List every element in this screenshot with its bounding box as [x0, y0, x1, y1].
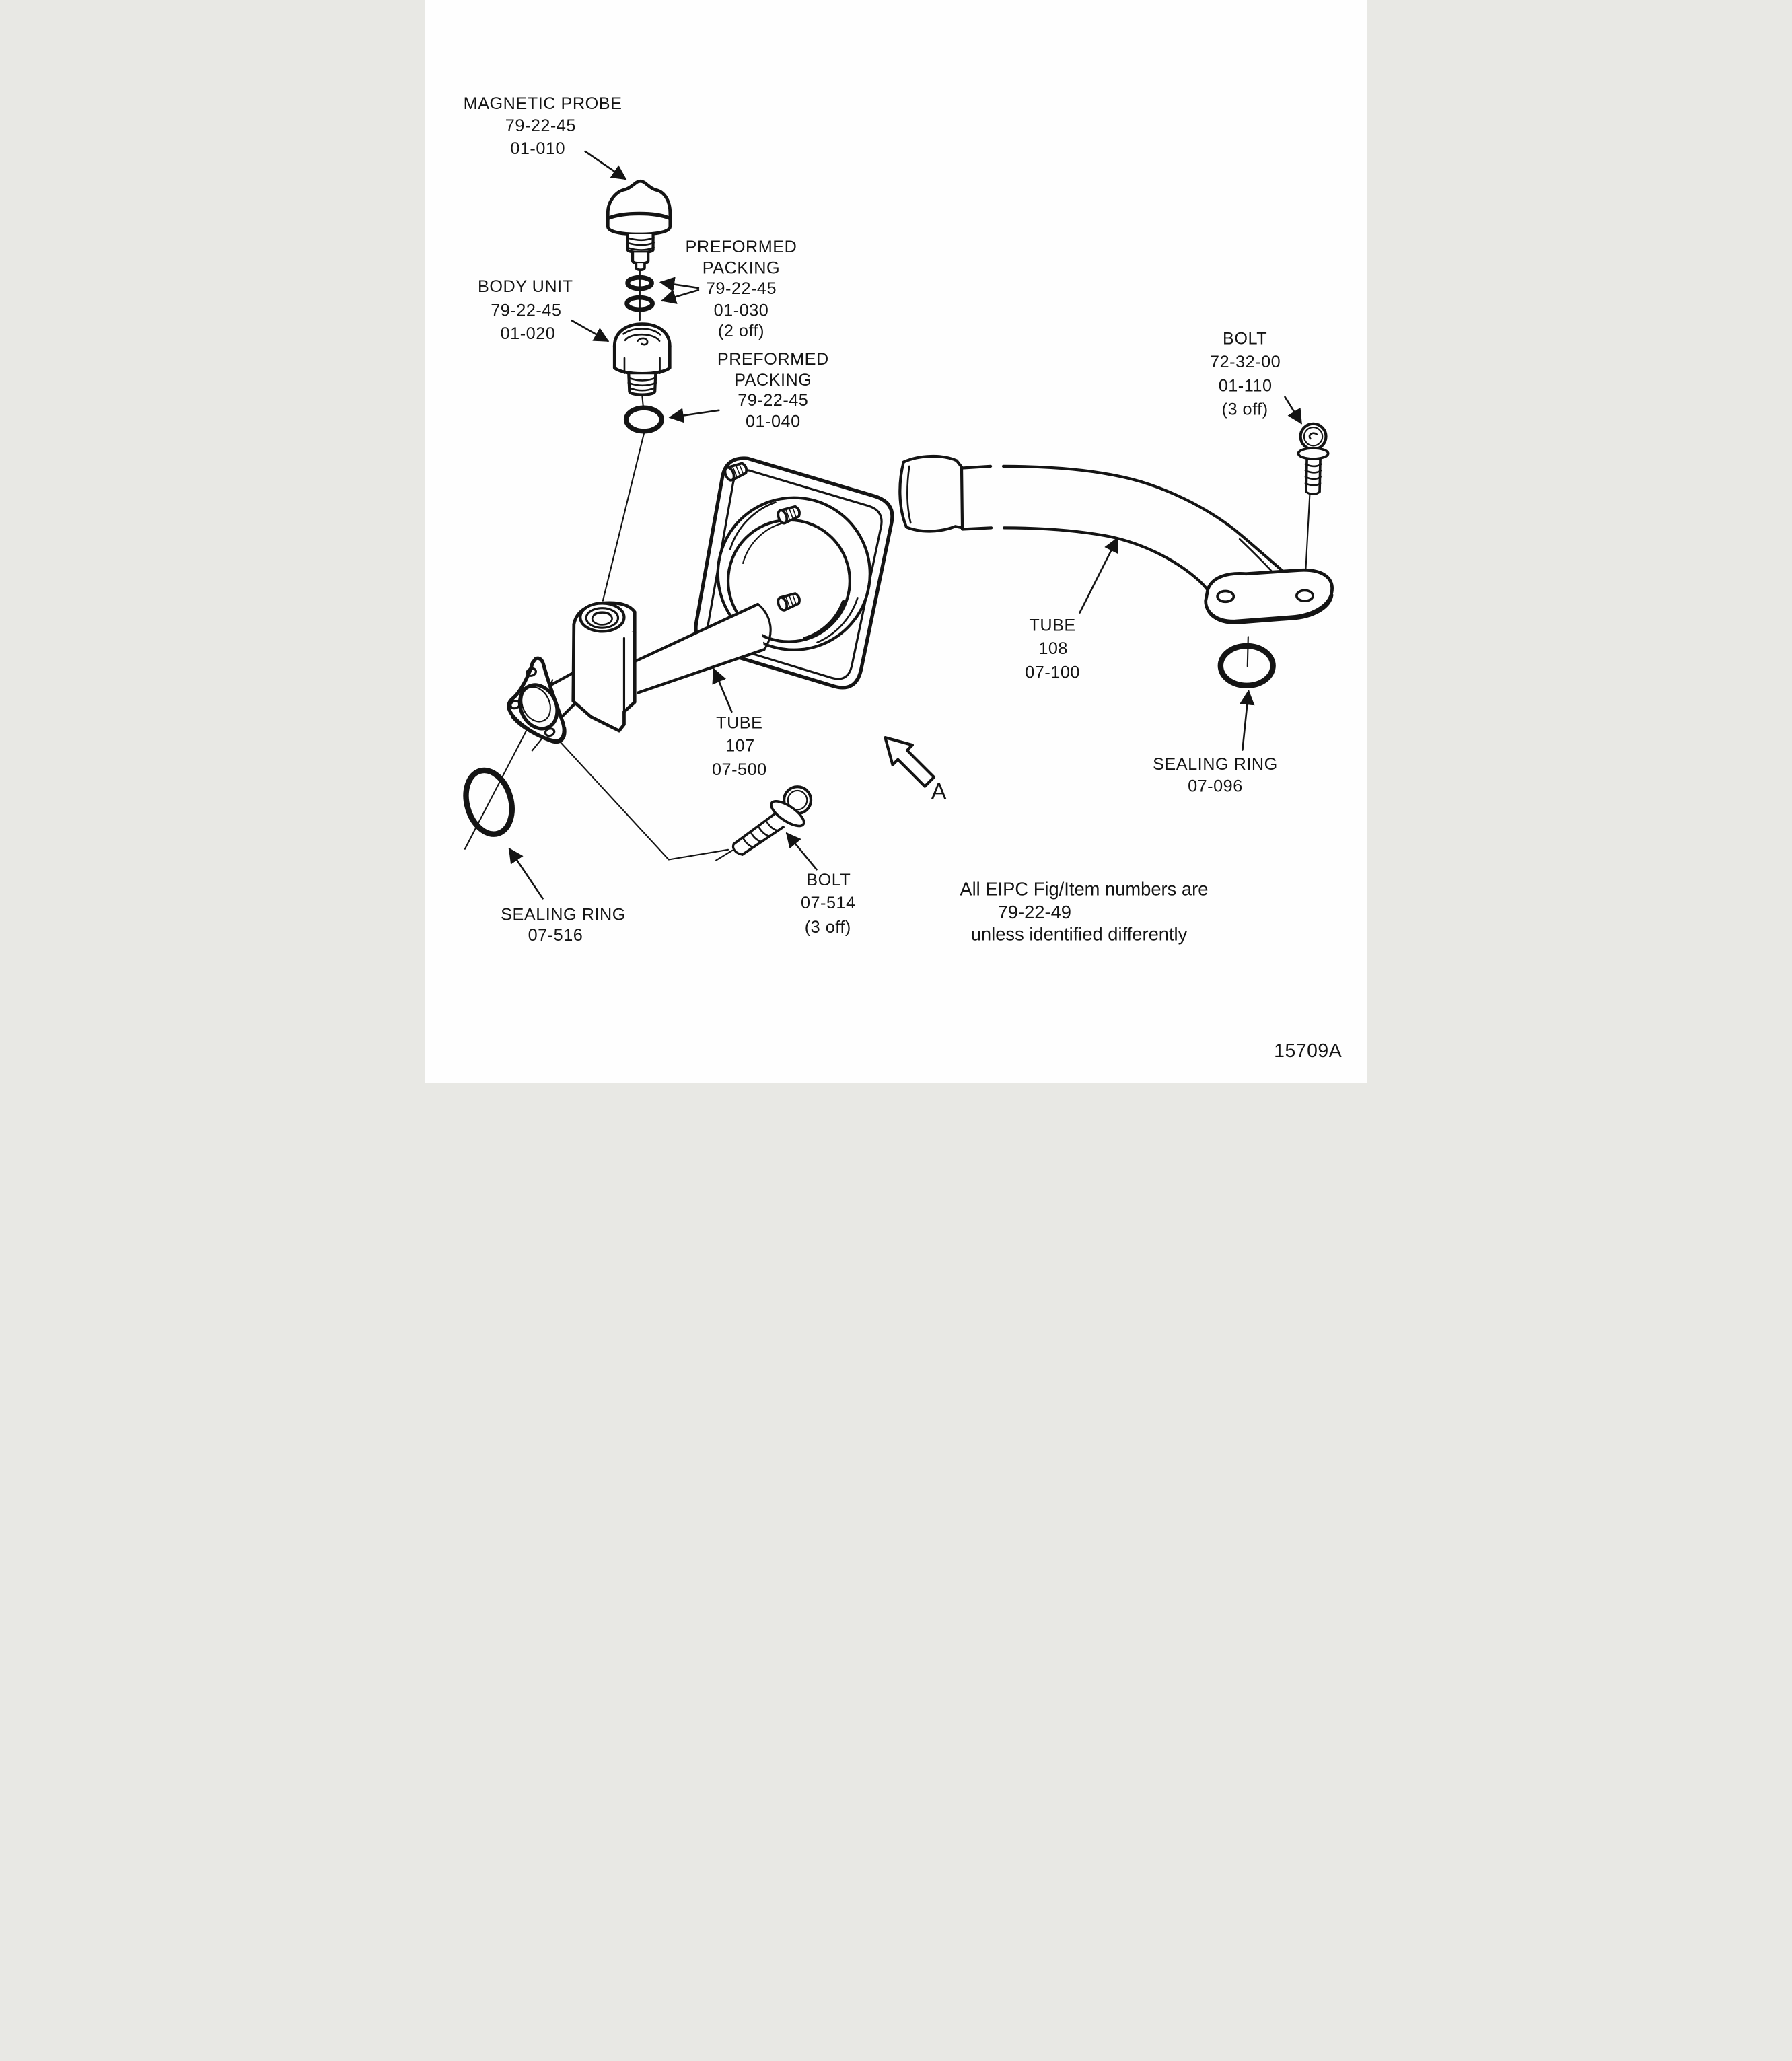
callout-item: 07-500: [711, 760, 766, 779]
leader-lines: [508, 150, 1302, 900]
callout-qty: (2 off): [717, 322, 764, 340]
tube-108-part: [898, 454, 1294, 598]
callout-item: 01-040: [745, 412, 800, 431]
note-line: unless identified differently: [970, 923, 1187, 944]
callout-magnetic-probe: MAGNETIC PROBE 79-22-45 01-010: [463, 94, 622, 158]
callout-title: PACKING: [702, 258, 779, 277]
figure-code: 15709A: [1274, 1040, 1342, 1062]
callout-title: TUBE: [1029, 616, 1075, 635]
callout-num: 107: [725, 737, 755, 756]
callout-qty: (3 off): [804, 918, 851, 937]
callout-preformed-packing-040: PREFORMED PACKING 79-22-45 01-040: [717, 350, 828, 431]
callout-item: 07-100: [1025, 663, 1080, 682]
callout-item: 01-020: [500, 324, 555, 343]
manual-page: MAGNETIC PROBE 79-22-45 01-010 PREFORMED…: [425, 0, 1367, 1084]
callout-title: BODY UNIT: [477, 277, 573, 296]
spline-stud: [723, 462, 748, 482]
callout-bolt-514: BOLT 07-514 (3 off): [800, 871, 855, 937]
callout-body-unit: BODY UNIT 79-22-45 01-020: [477, 277, 573, 343]
spline-stud: [776, 505, 801, 525]
callout-title: PREFORMED: [685, 238, 797, 256]
callout-title: MAGNETIC PROBE: [463, 94, 622, 113]
callout-fig: 79-22-45: [491, 301, 561, 320]
triangular-flange: [506, 656, 567, 744]
callout-item: 01-010: [510, 139, 565, 158]
callout-sealing-ring-096: SEALING RING 07-096: [1153, 755, 1278, 796]
sealing-ring-096-part: [1217, 643, 1276, 689]
callout-preformed-packing-030: PREFORMED PACKING 79-22-45 01-030 (2 off…: [685, 238, 797, 340]
callout-title: SEALING RING: [1153, 755, 1278, 774]
callout-fig: 79-22-45: [738, 391, 808, 410]
sealing-ring-516-part: [462, 767, 515, 837]
eipc-note: All EIPC Fig/Item numbers are 79-22-49 u…: [960, 879, 1208, 945]
exploded-parts-diagram: MAGNETIC PROBE 79-22-45 01-010 PREFORMED…: [425, 0, 1367, 1084]
note-line: 79-22-49: [997, 902, 1071, 923]
callout-bolt-110: BOLT 72-32-00 01-110 (3 off): [1210, 330, 1281, 419]
spline-stud: [776, 592, 801, 612]
callout-item: 01-030: [713, 301, 768, 320]
callout-num: 108: [1038, 639, 1068, 658]
callout-fig: 72-32-00: [1210, 353, 1281, 371]
callout-item: 07-516: [528, 926, 583, 945]
tube-stub: [548, 671, 577, 720]
bolt-514-part: [715, 785, 812, 861]
tube-107-part: [633, 602, 772, 694]
callout-title: PACKING: [734, 371, 812, 390]
preformed-packing-030-rings: [624, 275, 655, 312]
bolt-110-part: [1297, 422, 1329, 495]
body-unit-part: [612, 322, 672, 396]
callout-fig: 79-22-45: [505, 116, 575, 135]
callout-title: BOLT: [806, 871, 851, 890]
callout-title: BOLT: [1223, 330, 1267, 349]
magnetic-probe-part: [606, 179, 672, 272]
note-line: All EIPC Fig/Item numbers are: [960, 879, 1208, 900]
callout-tube-108: TUBE 108 07-100: [1025, 616, 1080, 682]
view-label: A: [931, 779, 946, 804]
elbow-flange: [1203, 569, 1334, 624]
callout-item: 07-096: [1188, 777, 1243, 796]
valve-body-boss: [571, 601, 637, 733]
callout-tube-107: TUBE 107 07-500: [711, 713, 766, 779]
callout-item: 01-110: [1218, 376, 1272, 395]
callout-title: TUBE: [716, 713, 762, 732]
callout-sealing-ring-516: SEALING RING 07-516: [501, 905, 626, 945]
callout-item: 07-514: [800, 894, 855, 912]
callout-title: SEALING RING: [501, 905, 626, 924]
callout-fig: 79-22-45: [705, 279, 776, 298]
preformed-packing-040-ring: [623, 405, 664, 434]
callout-title: PREFORMED: [717, 350, 828, 369]
view-direction-arrow: [883, 736, 935, 788]
callout-qty: (3 off): [1221, 400, 1268, 419]
